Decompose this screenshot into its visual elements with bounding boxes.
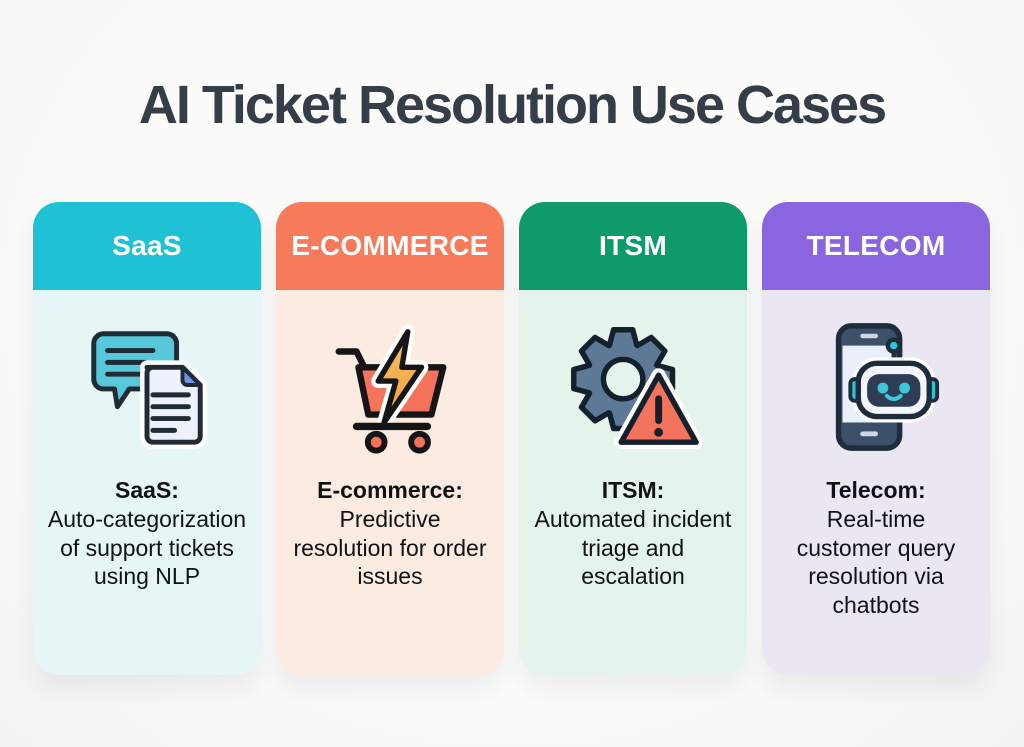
column-header-label: TELECOM [806,230,946,261]
use-case-text-ecommerce: E-commerce: Predictive resolution for or… [292,476,488,591]
cart-lightning-icon [321,312,459,462]
use-case-lead: E-commerce: [317,477,463,503]
column-header-label: ITSM [598,230,668,261]
use-case-lead: SaaS: [115,477,179,503]
use-case-card-saas: SaaS SaaS: [33,202,261,675]
use-case-card-telecom: TELECOM [762,202,990,675]
chat-document-icon [78,312,216,462]
use-case-card-ecommerce: E-COMMERCE [276,202,504,675]
use-case-text-telecom: Telecom: Real-time customer query resolu… [778,476,974,620]
use-case-lead: ITSM: [601,477,665,503]
use-case-columns: SaaS SaaS: [33,202,990,675]
use-case-card-itsm: ITSM ITSM: [519,202,747,675]
column-header-label: SaaS [112,230,182,261]
use-case-text-itsm: ITSM: Automated incident triage and esca… [531,476,735,591]
column-body-saas: SaaS: Auto-categorization of support tic… [33,290,261,675]
use-case-text-saas: SaaS: Auto-categorization of support tic… [41,476,253,591]
use-case-description: Real-time customer query resolution via … [796,505,956,618]
column-header-saas: SaaS [33,202,261,290]
column-header-ecommerce: E-COMMERCE [276,202,504,290]
column-header-telecom: TELECOM [762,202,990,290]
column-body-itsm: ITSM: Automated incident triage and esca… [519,290,747,675]
page-title: AI Ticket Resolution Use Cases [138,75,887,135]
use-case-lead: Telecom: [826,477,926,503]
column-header-label: E-COMMERCE [291,230,489,261]
use-case-description: Predictive resolution for order issues [293,505,487,590]
phone-chatbot-icon [807,312,945,462]
gear-warning-icon [564,312,702,462]
use-case-description: Automated incident triage and escalation [534,505,732,590]
column-body-ecommerce: E-commerce: Predictive resolution for or… [276,290,504,675]
use-case-description: Auto-categorization of support tickets u… [47,505,247,590]
column-body-telecom: Telecom: Real-time customer query resolu… [762,290,990,675]
column-header-itsm: ITSM [519,202,747,290]
